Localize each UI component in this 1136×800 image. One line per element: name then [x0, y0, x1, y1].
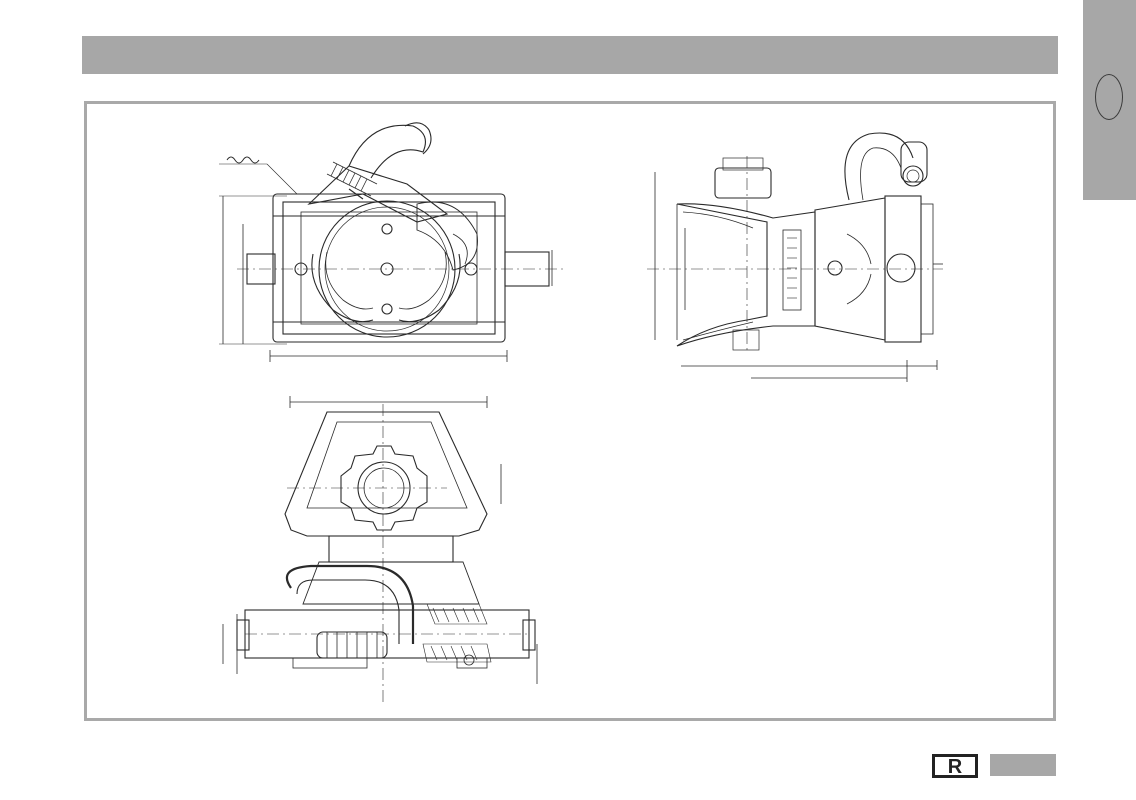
page-number-bar [990, 754, 1056, 776]
side-view-coupling-with-lever [219, 122, 567, 362]
technical-drawing [219, 122, 943, 704]
logo-text: R [948, 756, 963, 778]
header-bar [82, 36, 1058, 74]
drawing-frame [84, 101, 1056, 721]
front-view-coupling-with-hose [222, 396, 538, 704]
top-view-coupling-with-handle [647, 132, 943, 382]
brand-logo-icon: R [932, 754, 978, 778]
chapter-tab[interactable] [1083, 0, 1136, 200]
chapter-tab-marker [1095, 74, 1123, 120]
